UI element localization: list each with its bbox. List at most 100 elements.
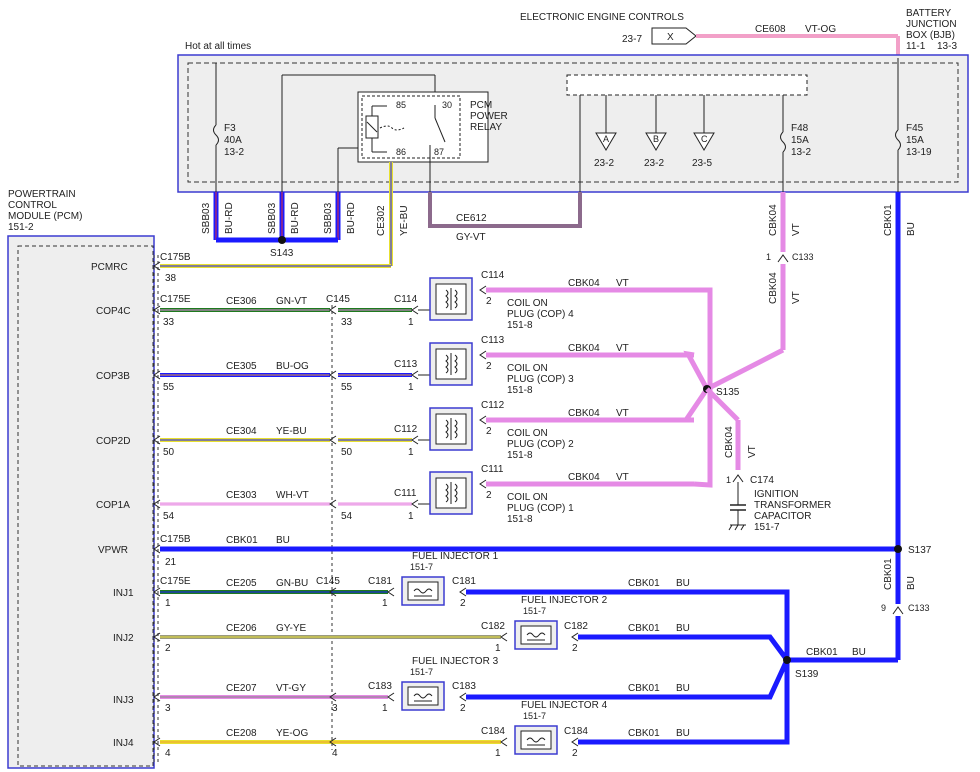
- inj1-arrow-pcm-icon: [153, 587, 161, 597]
- wire-s135-to-c174: [705, 387, 740, 422]
- inj4-pin: 4: [165, 748, 171, 759]
- wire-inj4-cbk01: [578, 660, 790, 745]
- c133-label: C133: [792, 252, 814, 262]
- bjb-label-3: BOX (BJB): [906, 30, 955, 41]
- pcm-label-4: 151-2: [8, 222, 34, 233]
- cop1-coil-pin-in: 1: [408, 511, 414, 522]
- cop4-c145pin: 33: [341, 317, 353, 328]
- inj3-arrow-inj-icon: [387, 692, 395, 702]
- f48-amp: 15A: [791, 135, 809, 146]
- inj4-arrow-out-icon: [571, 737, 579, 747]
- inj3-ref: 151-7: [410, 667, 433, 677]
- f3-label: F3: [224, 123, 236, 134]
- gyvt-label: GY-VT: [456, 232, 486, 243]
- cop4-c145: C145: [326, 294, 350, 305]
- inj3-name: FUEL INJECTOR 3: [412, 656, 499, 667]
- tri-a-ref: 23-2: [594, 158, 614, 169]
- cop3-name2: PLUG (COP) 3: [507, 374, 574, 385]
- f45-fuse-icon: [895, 129, 901, 151]
- vpwr-pin: 21: [165, 557, 177, 568]
- bjb-ref-2: 13-3: [937, 41, 957, 52]
- cop2-arrow-out-icon: [479, 415, 487, 425]
- sbb03-b-label: SBB03: [267, 202, 278, 234]
- yebu-label: YE-BU: [399, 205, 410, 236]
- inj2-cbk-color: BU: [676, 623, 690, 634]
- cbk04-c174-label: CBK04: [724, 426, 735, 458]
- s139-cbk01: CBK01: [806, 647, 838, 658]
- wire-cop1-to-s135: [693, 389, 713, 488]
- c133b-label: C133: [908, 603, 930, 613]
- inj2-ref: 151-7: [523, 606, 546, 616]
- inj2-arrow-inj-icon: [500, 632, 508, 642]
- inj3-conn-a: C183: [368, 681, 392, 692]
- inj1-pin: 1: [165, 598, 171, 609]
- sbb03-a-label: SBB03: [201, 202, 212, 234]
- inj4-conn-a: C184: [481, 726, 505, 737]
- ignition-coil-icon: [435, 348, 467, 380]
- cop2-arrow-coil-icon: [411, 435, 419, 445]
- relay-label-1: PCM: [470, 100, 492, 111]
- pcm-label-2: CONTROL: [8, 200, 57, 211]
- inj4-cbk-color: BU: [676, 728, 690, 739]
- cop2-coil-pin-in: 1: [408, 447, 414, 458]
- cop1-arrow-pcm-icon: [153, 499, 161, 509]
- cop3-color: BU-OG: [276, 361, 309, 372]
- cop2-c145pin: 50: [341, 447, 353, 458]
- vpwr-arrow-icon: [153, 544, 161, 554]
- inj1-name: FUEL INJECTOR 1: [412, 551, 499, 562]
- cop4-cbk-color: VT: [616, 278, 629, 289]
- capacitor-icon: [728, 482, 746, 531]
- c133b-connector-icon: [892, 606, 904, 615]
- wire-cbk04-to-s135: [705, 347, 785, 392]
- inj1-cbk: CBK01: [628, 578, 660, 589]
- cop1-c145pin: 54: [341, 511, 353, 522]
- cop2-cbk-color: VT: [616, 408, 629, 419]
- vt-c174-label: VT: [747, 445, 758, 458]
- inj1-circuit: CE205: [226, 578, 257, 589]
- eec-title: ELECTRONIC ENGINE CONTROLS: [520, 12, 684, 23]
- inj1-ref: 151-7: [410, 562, 433, 572]
- connector-x-label: X: [667, 32, 674, 43]
- pcm-pin-cop2d: COP2D: [96, 436, 130, 447]
- wire-inj3-cbk01: [466, 658, 790, 700]
- bjb-ref-1: 11-1: [906, 41, 926, 52]
- ce612-label: CE612: [456, 213, 487, 224]
- cop2-color: YE-BU: [276, 426, 307, 437]
- inj4-arrow-pcm-icon: [153, 737, 161, 747]
- inj2-cbk: CBK01: [628, 623, 660, 634]
- tri-c-label: C: [701, 134, 708, 144]
- f45-ref: 13-19: [906, 147, 932, 158]
- cop3-coil-pin-in: 1: [408, 382, 414, 393]
- ref-23-7: 23-7: [622, 34, 642, 45]
- hot-at-all-times: Hot at all times: [185, 41, 251, 52]
- cop3-arrow-out-icon: [479, 350, 487, 360]
- inj3-color: VT-GY: [276, 683, 306, 694]
- cop2-coil-pin-out: 2: [486, 426, 492, 437]
- inj4-name: FUEL INJECTOR 4: [521, 700, 608, 711]
- vpwr-color: BU: [276, 535, 290, 546]
- cap-label-2: TRANSFORMER: [754, 500, 831, 511]
- s139-bu: BU: [852, 647, 866, 658]
- s137-label: S137: [908, 545, 932, 556]
- inj1-conn-a-pin: 1: [382, 598, 388, 609]
- pcm-pin-inj3: INJ3: [113, 695, 134, 706]
- cop4-coil-pin-out: 2: [486, 296, 492, 307]
- inj3-conn-b-pin: 2: [460, 703, 466, 714]
- tri-a-label: A: [603, 134, 609, 144]
- cop4-circuit: CE306: [226, 296, 257, 307]
- cop2-cbk: CBK04: [568, 408, 600, 419]
- cop2-arrow-pcm-icon: [153, 435, 161, 445]
- inj1-conn-b-pin: 2: [460, 598, 466, 609]
- tri-b-ref: 23-2: [644, 158, 664, 169]
- inj3-conn-a-pin: 1: [382, 703, 388, 714]
- inj2-pin: 2: [165, 643, 171, 654]
- inj4-color: YE-OG: [276, 728, 308, 739]
- s139-label: S139: [795, 669, 819, 680]
